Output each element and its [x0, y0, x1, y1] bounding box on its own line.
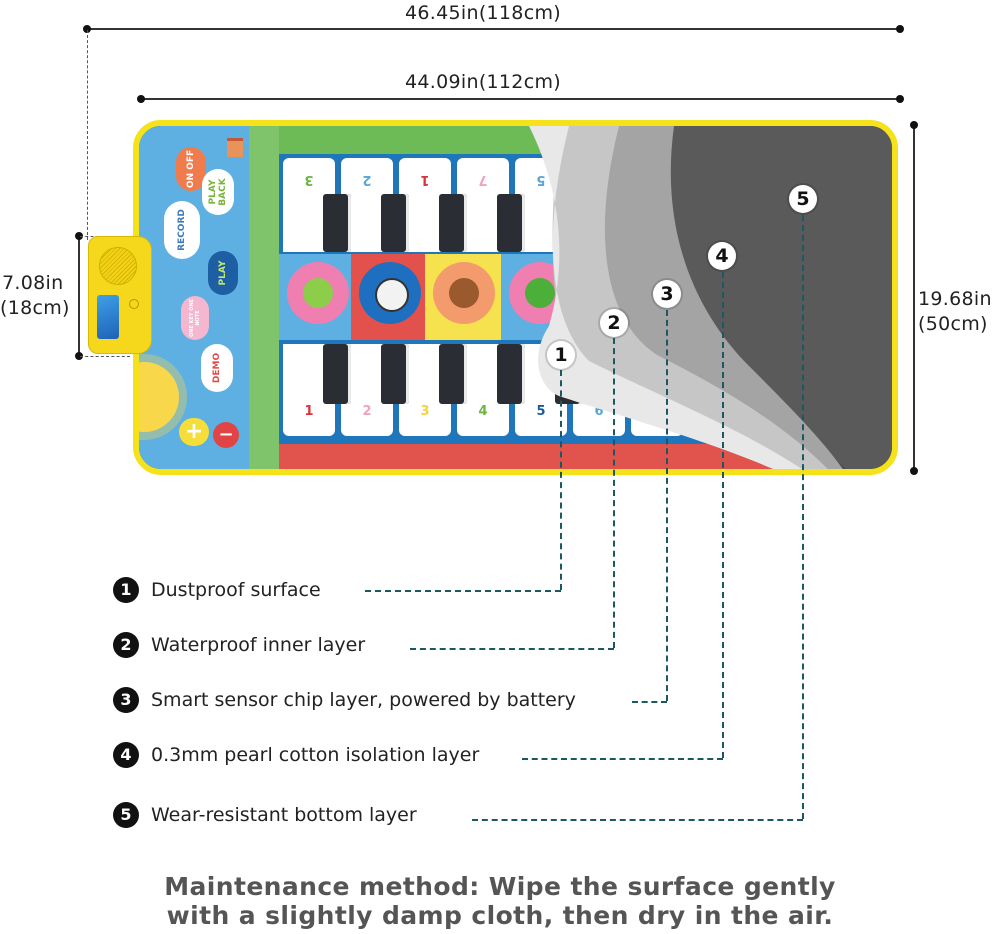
animal-monkey-tile[interactable]	[425, 254, 503, 340]
legend-item-2: 2 Waterproof inner layer	[113, 631, 365, 659]
one-key-one-note-button[interactable]: ONE KEY ONE NOTE	[181, 296, 209, 340]
bottom-black-key[interactable]	[323, 344, 351, 404]
mat-length-endpoint-right	[896, 95, 904, 103]
volume-up-button[interactable]: +	[179, 418, 209, 446]
legend-number-5: 5	[113, 802, 139, 828]
speaker-sticker	[97, 295, 119, 339]
leader-line-5-horizontal	[472, 819, 803, 821]
total-length-extension	[87, 30, 88, 240]
speaker-height-in-label: 7.08in	[2, 272, 64, 294]
bottom-white-key[interactable]: 1	[689, 344, 741, 436]
maintenance-note: Maintenance method: Wipe the surface gen…	[0, 872, 1000, 930]
top-black-key[interactable]	[439, 194, 467, 252]
legend-item-3: 3 Smart sensor chip layer, powered by ba…	[113, 686, 576, 714]
playback-button[interactable]: PLAY BACK	[202, 169, 234, 215]
leader-line-3-vertical	[666, 310, 668, 701]
sun-icon	[139, 362, 179, 432]
legend-number-2: 2	[113, 632, 139, 658]
legend-number-4: 4	[113, 742, 139, 768]
leader-line-4-horizontal	[522, 758, 723, 760]
leader-line-1-vertical	[560, 370, 562, 590]
animal-frog-tile[interactable]	[279, 254, 357, 340]
mat-width-in-label: 19.68in	[918, 288, 992, 310]
maintenance-line-1: Maintenance method: Wipe the surface gen…	[164, 872, 836, 901]
legend-item-1: 1 Dustproof surface	[113, 576, 321, 604]
maintenance-line-2: with a slightly damp cloth, then dry in …	[166, 901, 834, 930]
speaker-height-cm-label: (18cm)	[0, 297, 70, 319]
legend-number-3: 3	[113, 687, 139, 713]
legend-number-1: 1	[113, 577, 139, 603]
legend-item-5: 5 Wear-resistant bottom layer	[113, 801, 417, 829]
leader-line-5-vertical	[802, 215, 804, 819]
layer-badge-4: 4	[708, 242, 736, 270]
total-length-line	[87, 28, 900, 30]
speaker-height-line	[78, 236, 80, 356]
mat-width-line	[913, 125, 915, 470]
legend-item-4: 4 0.3mm pearl cotton isolation layer	[113, 741, 479, 769]
top-black-key[interactable]	[381, 194, 409, 252]
total-length-endpoint-right	[896, 25, 904, 33]
legend-label-5: Wear-resistant bottom layer	[151, 804, 417, 826]
mat-length-line	[141, 98, 901, 100]
speaker-grill-icon	[99, 247, 137, 285]
top-grass-strip	[279, 126, 749, 154]
total-length-endpoint-left	[83, 25, 91, 33]
speaker-height-endpoint-bottom	[75, 352, 83, 360]
top-black-key[interactable]	[323, 194, 351, 252]
top-black-key[interactable]	[497, 194, 525, 252]
mat-length-endpoint-left	[137, 95, 145, 103]
piano-mat: ON OFF PLAY BACK RECORD PLAY ONE KEY ONE…	[133, 120, 898, 475]
control-panel: ON OFF PLAY BACK RECORD PLAY ONE KEY ONE…	[139, 126, 259, 469]
top-white-key[interactable]	[631, 158, 683, 252]
animal-crocodile-tile[interactable]	[501, 254, 579, 340]
mat-width-endpoint-top	[910, 121, 918, 129]
bottom-black-key[interactable]	[497, 344, 525, 404]
speaker-switch-icon[interactable]	[129, 299, 139, 309]
leader-line-3-horizontal	[632, 701, 667, 703]
speaker-height-endpoint-top	[75, 232, 83, 240]
legend-label-4: 0.3mm pearl cotton isolation layer	[151, 744, 480, 766]
legend-label-3: Smart sensor chip layer, powered by batt…	[151, 689, 576, 711]
record-button[interactable]: RECORD	[164, 201, 200, 259]
layer-badge-5: 5	[789, 185, 817, 213]
mat-width-cm-label: (50cm)	[918, 313, 988, 335]
bottom-black-key[interactable]	[613, 390, 641, 404]
play-button[interactable]: PLAY	[208, 251, 238, 295]
legend-label-2: Waterproof inner layer	[151, 634, 366, 656]
leader-line-1-horizontal	[365, 590, 561, 592]
legend-label-1: Dustproof surface	[151, 579, 321, 601]
animal-zebra-tile[interactable]	[351, 254, 429, 340]
house-icon	[227, 138, 243, 157]
mat-length-label: 44.09in(112cm)	[405, 71, 561, 93]
layer-badge-3: 3	[653, 280, 681, 308]
speaker-control-box[interactable]	[88, 236, 152, 354]
layer-badge-1: 1	[547, 341, 575, 369]
leader-line-2-horizontal	[410, 648, 614, 650]
total-length-label: 46.45in(118cm)	[405, 2, 561, 24]
demo-button[interactable]: DEMO	[201, 344, 233, 392]
leader-line-2-vertical	[613, 338, 615, 648]
leader-line-4-vertical	[722, 272, 724, 758]
top-white-key[interactable]	[573, 158, 625, 252]
bottom-black-key[interactable]	[381, 344, 409, 404]
bottom-black-key[interactable]	[439, 344, 467, 404]
speaker-height-extension-bottom	[80, 356, 130, 357]
mat-width-endpoint-bottom	[910, 467, 918, 475]
volume-down-button[interactable]: −	[213, 422, 239, 448]
layer-badge-2: 2	[600, 309, 628, 337]
